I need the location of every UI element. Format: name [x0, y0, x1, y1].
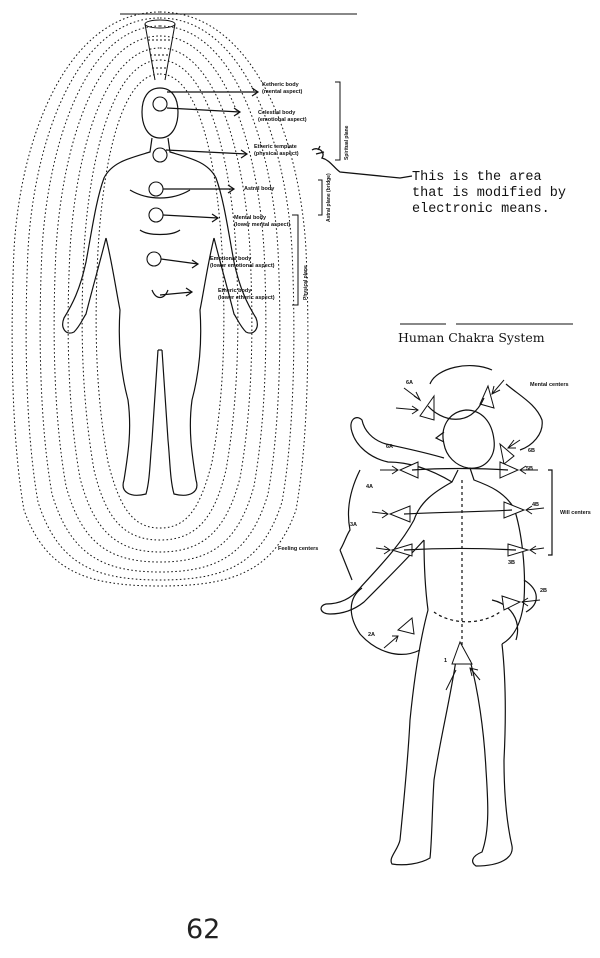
layer-name: Ketheric body — [262, 82, 299, 88]
layer-name: Celestial body — [258, 110, 296, 116]
layer-name: Etheric template — [254, 144, 297, 150]
layer-name: Mental body — [234, 215, 267, 221]
note-line: that is modified by — [412, 186, 566, 201]
layer-aspect: (lower etheric aspect) — [218, 294, 275, 301]
layer-name: Astral body — [244, 186, 275, 192]
layer-name: Etheric body — [218, 288, 252, 294]
chakra-label-will-centers: Will centers — [560, 510, 591, 516]
layer-label-mental: Mental body (lower mental aspect) — [234, 215, 290, 228]
chakra-label-5b: 5B — [526, 466, 534, 472]
layer-label-emotional: Emotional body (lower emotional aspect) — [210, 256, 275, 269]
chakra-label-6b: 6B — [528, 448, 536, 454]
crown-funnel — [144, 19, 176, 81]
layer-label-etheric-template: Etheric template (physical aspect) — [254, 144, 299, 157]
chakra-label-1: 1 — [444, 658, 448, 664]
chakra-label-2a: 2A — [368, 632, 376, 638]
plane-label-spiritual: Spiritual plane — [344, 125, 350, 160]
standing-figure — [62, 87, 258, 496]
note-text: This is the area that is modified by ele… — [412, 170, 566, 218]
chakra-title: Human Chakra System — [398, 330, 545, 345]
chakra-label-4a: 4A — [366, 484, 374, 490]
chakra-label-2b: 2B — [540, 588, 548, 594]
aura-outlines — [11, 11, 309, 587]
chakra-channels — [403, 397, 517, 551]
layer-label-astral: Astral body — [244, 186, 274, 193]
page-number: 62 — [186, 914, 221, 945]
chakra-label-mental-centers: Mental centers — [530, 382, 569, 388]
chakra-label-3a: 3A — [350, 522, 358, 528]
plane-label-astral: Astral plane (bridge) — [326, 173, 332, 222]
chakra-brackets — [339, 365, 553, 655]
note-callout — [311, 145, 413, 179]
chakra-label-4b: 4B — [532, 502, 540, 508]
layer-arrows — [159, 87, 260, 297]
layer-label-celestial: Celestial body (emotional aspect) — [258, 110, 307, 123]
layer-aspect: (physical aspect) — [254, 150, 299, 157]
plane-brackets — [292, 81, 341, 306]
layer-aspect: (lower mental aspect) — [234, 221, 291, 228]
note-line: This is the area — [412, 170, 542, 185]
chakra-label-6a-lower: 6A — [386, 444, 394, 450]
layer-label-ketheric: Ketheric body (mental aspect) — [262, 82, 302, 95]
chakra-cones — [388, 384, 530, 665]
layer-label-etheric: Etheric body (lower etheric aspect) — [218, 288, 275, 301]
plane-label-physical: Physical plane — [303, 265, 309, 300]
chakra-label-6a: 6A — [406, 380, 414, 386]
walking-figure — [320, 409, 526, 867]
energy-arrows — [371, 379, 545, 691]
layer-aspect: (mental aspect) — [262, 88, 303, 95]
note-line: electronic means. — [412, 202, 550, 217]
layer-name: Emotional body — [210, 256, 252, 262]
chakra-label-feeling-centers: Feeling centers — [278, 546, 319, 552]
layer-aspect: (lower emotional aspect) — [210, 262, 275, 269]
layer-aspect: (emotional aspect) — [258, 116, 307, 123]
chakra-label-3b: 3B — [508, 560, 516, 566]
chakra-circles — [146, 96, 168, 267]
